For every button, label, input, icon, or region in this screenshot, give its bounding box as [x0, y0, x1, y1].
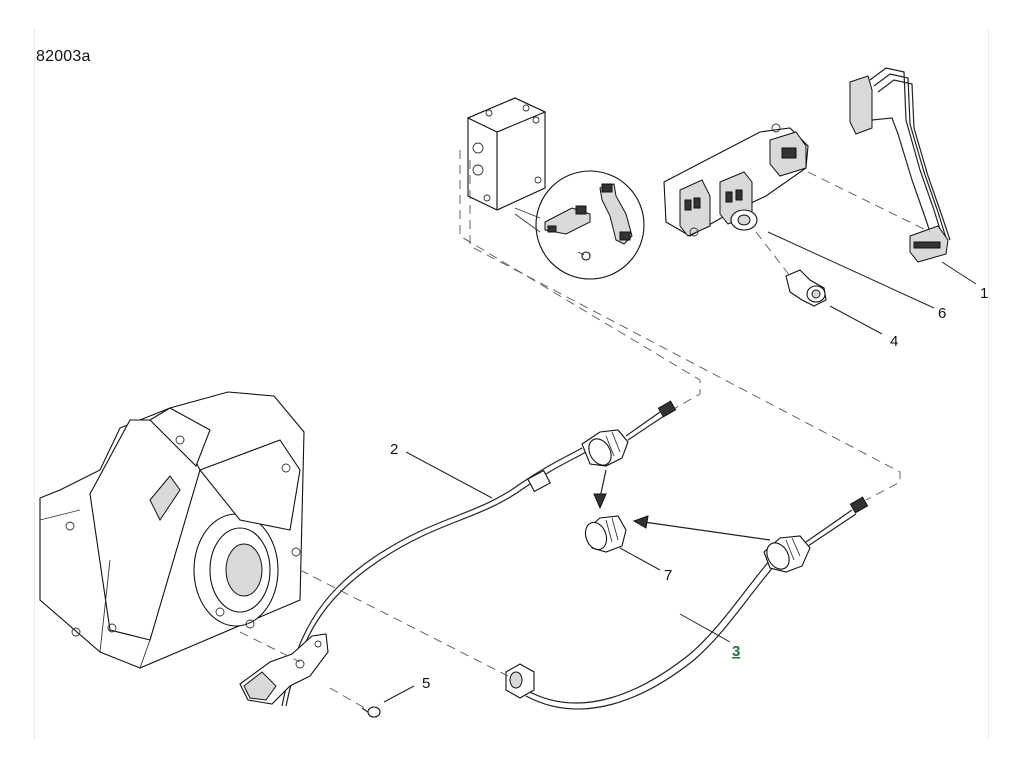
- callout-4: 4: [890, 333, 898, 350]
- drawing-id: 82003a: [36, 48, 91, 65]
- cap-screw: [785, 269, 827, 307]
- control-box: [466, 97, 547, 211]
- bracket-screw: [361, 706, 381, 718]
- callout-7: 7: [664, 567, 672, 584]
- frame-right-border: [988, 28, 989, 740]
- callout-6: 6: [938, 305, 946, 322]
- assembly-lines-bottom: [239, 569, 509, 711]
- callout-5: 5: [422, 675, 430, 692]
- assembly-lines-top: [459, 150, 931, 501]
- callout-leaders: [383, 231, 977, 703]
- callout-1: 1: [980, 285, 988, 302]
- ribbon-cable: [849, 67, 951, 263]
- detail-magnifier: [514, 170, 645, 280]
- cable-gland-nut: [584, 469, 771, 553]
- motor-housing: [39, 391, 305, 669]
- sensor-cable-3: [505, 496, 869, 710]
- sensor-bracket: [239, 633, 329, 705]
- terminal-board: [663, 123, 809, 237]
- frame-left-border: [34, 28, 35, 740]
- sensor-cable-2: [281, 400, 677, 707]
- callout-3[interactable]: 3: [732, 643, 740, 660]
- callout-2: 2: [390, 441, 398, 458]
